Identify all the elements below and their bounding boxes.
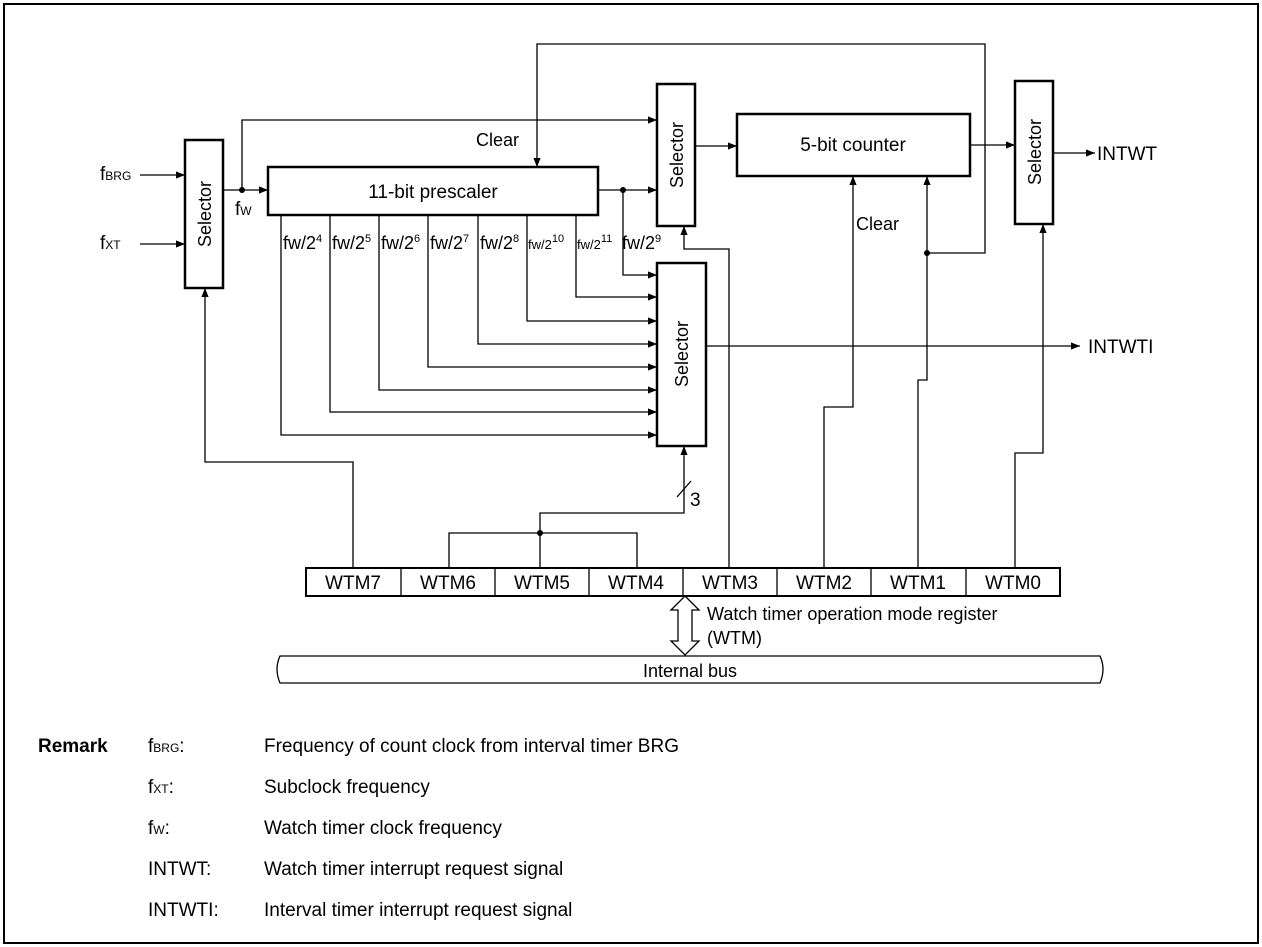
remark-symbol-fbrg: fBRG: (148, 736, 185, 757)
interval-selector-label: Selector (672, 321, 692, 387)
input-selector-label: Selector (195, 181, 215, 247)
counter-block: 5-bit counter (735, 112, 972, 178)
tap-label-6: fw/26 (381, 233, 420, 253)
svg-text:fXT: fXT (100, 233, 121, 254)
tap-labels: fw/24 fw/25 fw/26 fw/27 fw/28 fw/210 fw/… (283, 233, 661, 253)
remark-symbol-fw: fW: (148, 818, 170, 839)
bus-slash (676, 480, 692, 498)
remark-symbol-fxt: fXT: (148, 777, 174, 798)
intwt-label: INTWT (1097, 144, 1158, 165)
prescaler-label: 11-bit prescaler (368, 182, 498, 203)
clear-top-label: Clear (476, 130, 519, 150)
register-bit-wtm2: WTM2 (796, 573, 852, 594)
register-bit-wtm5: WTM5 (514, 573, 570, 594)
clear-counter-label: Clear (856, 214, 899, 234)
remark-heading: Remark (38, 736, 108, 757)
tap-label-11: fw/211 (577, 233, 612, 252)
control-lines (201, 176, 1047, 568)
wtm-register: WTM7 WTM6 WTM5 WTM4 WTM3 WTM2 WTM1 WTM0 (305, 567, 1061, 597)
tap-label-4: fw/24 (283, 233, 322, 253)
remark-text-intwt: Watch timer interrupt request signal (264, 859, 563, 880)
prescaler-output (598, 186, 657, 279)
interval-selector-block: Selector (655, 261, 708, 448)
fxt-signal: fXT (100, 233, 185, 254)
remark-text-fxt: Subclock frequency (264, 777, 430, 798)
tap-label-9: fw/29 (622, 233, 661, 253)
register-bit-wtm3: WTM3 (702, 573, 758, 594)
bus-width-label: 3 (690, 490, 701, 511)
output-selector-block: Selector (1013, 79, 1055, 226)
counter-selector-label: Selector (667, 122, 687, 188)
register-bit-wtm0: WTM0 (985, 573, 1041, 594)
register-bus-double-arrow (669, 595, 701, 656)
output-selector-label: Selector (1025, 119, 1045, 185)
tap-label-5: fw/25 (332, 233, 371, 253)
remark-text-intwti: Interval timer interrupt request signal (264, 900, 572, 921)
remark-text-fbrg: Frequency of count clock from interval t… (264, 736, 679, 757)
register-bit-wtm6: WTM6 (420, 573, 476, 594)
tap-lines (280, 215, 657, 439)
counter-selector-block: Selector (655, 82, 697, 228)
input-selector-block: Selector (183, 138, 225, 290)
fbrg-signal: fBRG (100, 164, 185, 185)
register-bit-wtm1: WTM1 (890, 573, 946, 594)
tap-label-10: fw/210 (528, 233, 564, 252)
register-name-line2: (WTM) (707, 628, 762, 648)
bus-junction (537, 530, 543, 536)
remark-symbol-intwti: INTWTI: (148, 900, 219, 921)
internal-bus-label: Internal bus (643, 661, 737, 681)
tap-label-7: fw/27 (430, 233, 469, 253)
remark-text-fw: Watch timer clock frequency (264, 818, 502, 839)
svg-text:fBRG: fBRG (100, 164, 131, 185)
internal-bus: Internal bus (276, 655, 1104, 684)
intwti-label: INTWTI (1088, 337, 1153, 358)
figure-frame (3, 3, 1259, 944)
prescaler-block: 11-bit prescaler (266, 165, 600, 217)
register-name-line1: Watch timer operation mode register (707, 604, 997, 624)
fw-signal: fW (223, 116, 657, 220)
register-bit-wtm7: WTM7 (325, 573, 381, 594)
svg-text:fW: fW (235, 199, 252, 220)
remark-section: Remark fBRG: Frequency of count clock fr… (38, 736, 679, 921)
counter-label: 5-bit counter (800, 135, 906, 156)
tap-label-8: fw/28 (480, 233, 519, 253)
register-bit-wtm4: WTM4 (608, 573, 664, 594)
remark-symbol-intwt: INTWT: (148, 859, 211, 880)
